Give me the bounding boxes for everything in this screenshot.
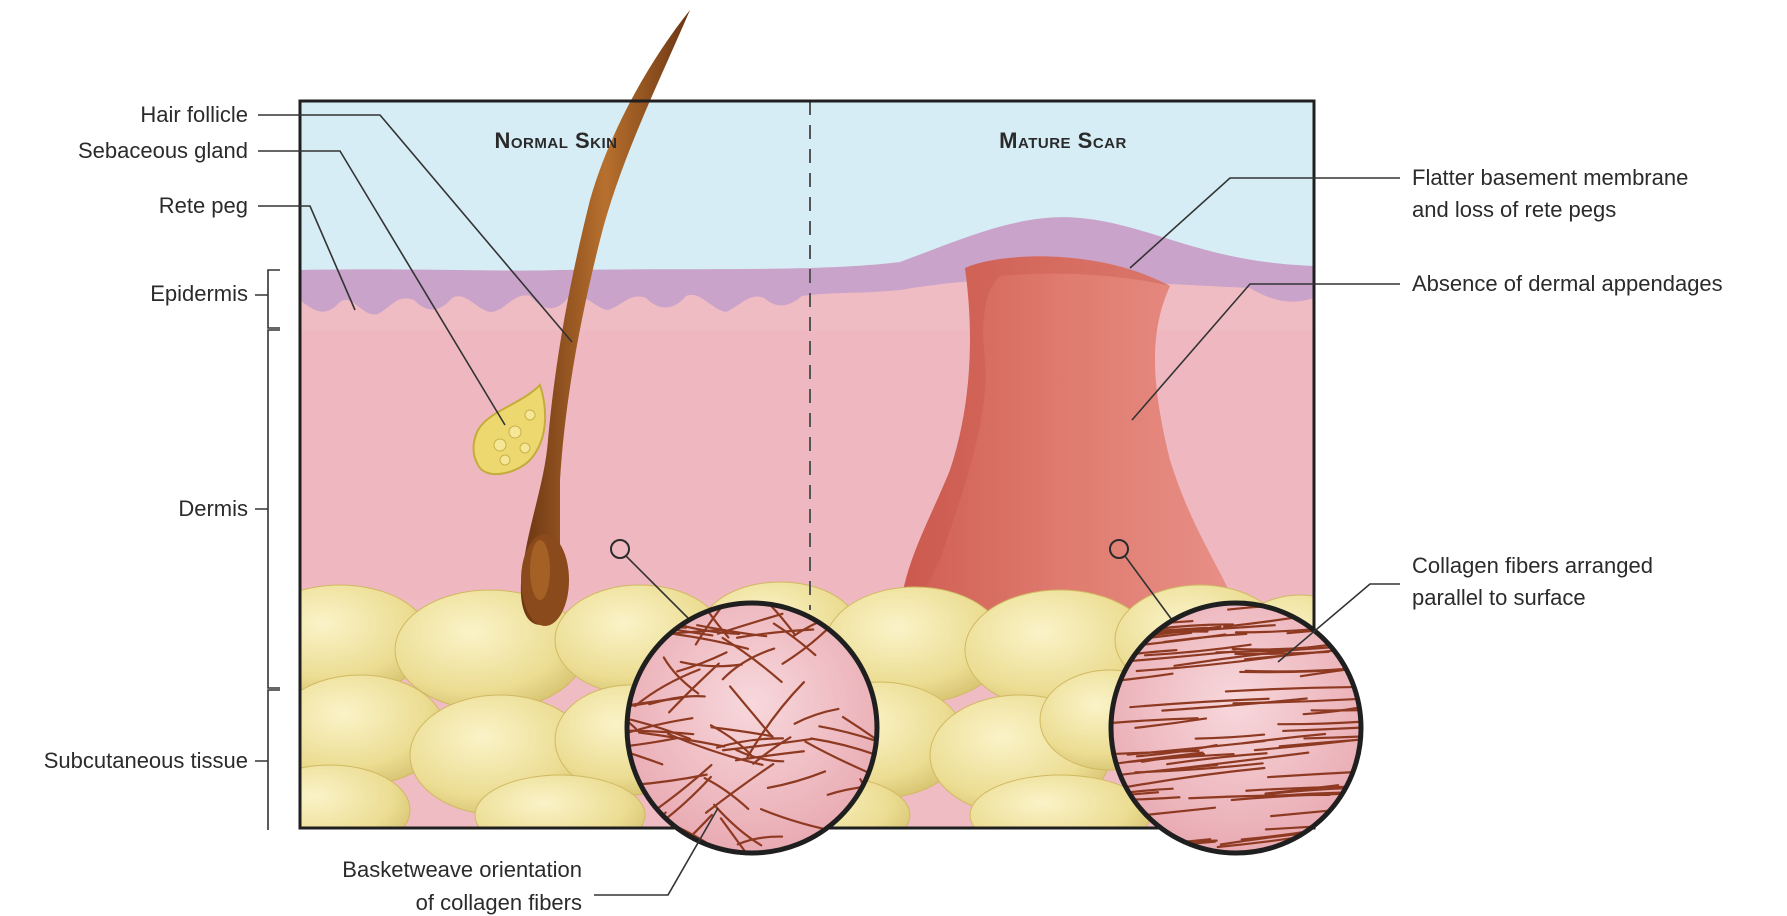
label-collagen-line2: parallel to surface: [1412, 585, 1586, 610]
label-basketweave-line1: Basketweave orientation: [342, 857, 582, 882]
label-subcutaneous-tissue: Subcutaneous tissue: [44, 748, 248, 773]
label-absence-appendages: Absence of dermal appendages: [1412, 271, 1723, 296]
collagen-fiber: [597, 832, 655, 858]
label-flatter-line1: Flatter basement membrane: [1412, 165, 1688, 190]
panel-title-normal: Normal Skin: [495, 128, 618, 153]
collagen-fiber: [1307, 597, 1415, 607]
label-epidermis: Epidermis: [150, 281, 248, 306]
label-sebaceous-gland: Sebaceous gland: [78, 138, 248, 163]
label-dermis: Dermis: [178, 496, 248, 521]
label-basketweave-line2: of collagen fibers: [416, 890, 582, 915]
label-flatter-line2: and loss of rete pegs: [1412, 197, 1616, 222]
bracket-subcutaneous: [255, 690, 280, 830]
bracket-dermis: [255, 330, 280, 688]
bracket-epidermis: [255, 270, 280, 328]
label-hair-follicle: Hair follicle: [140, 102, 248, 127]
collagen-fiber: [1306, 594, 1422, 609]
label-collagen-line1: Collagen fibers arranged: [1412, 553, 1653, 578]
panel-title-scar: Mature Scar: [999, 128, 1127, 153]
label-rete-peg: Rete peg: [159, 193, 248, 218]
